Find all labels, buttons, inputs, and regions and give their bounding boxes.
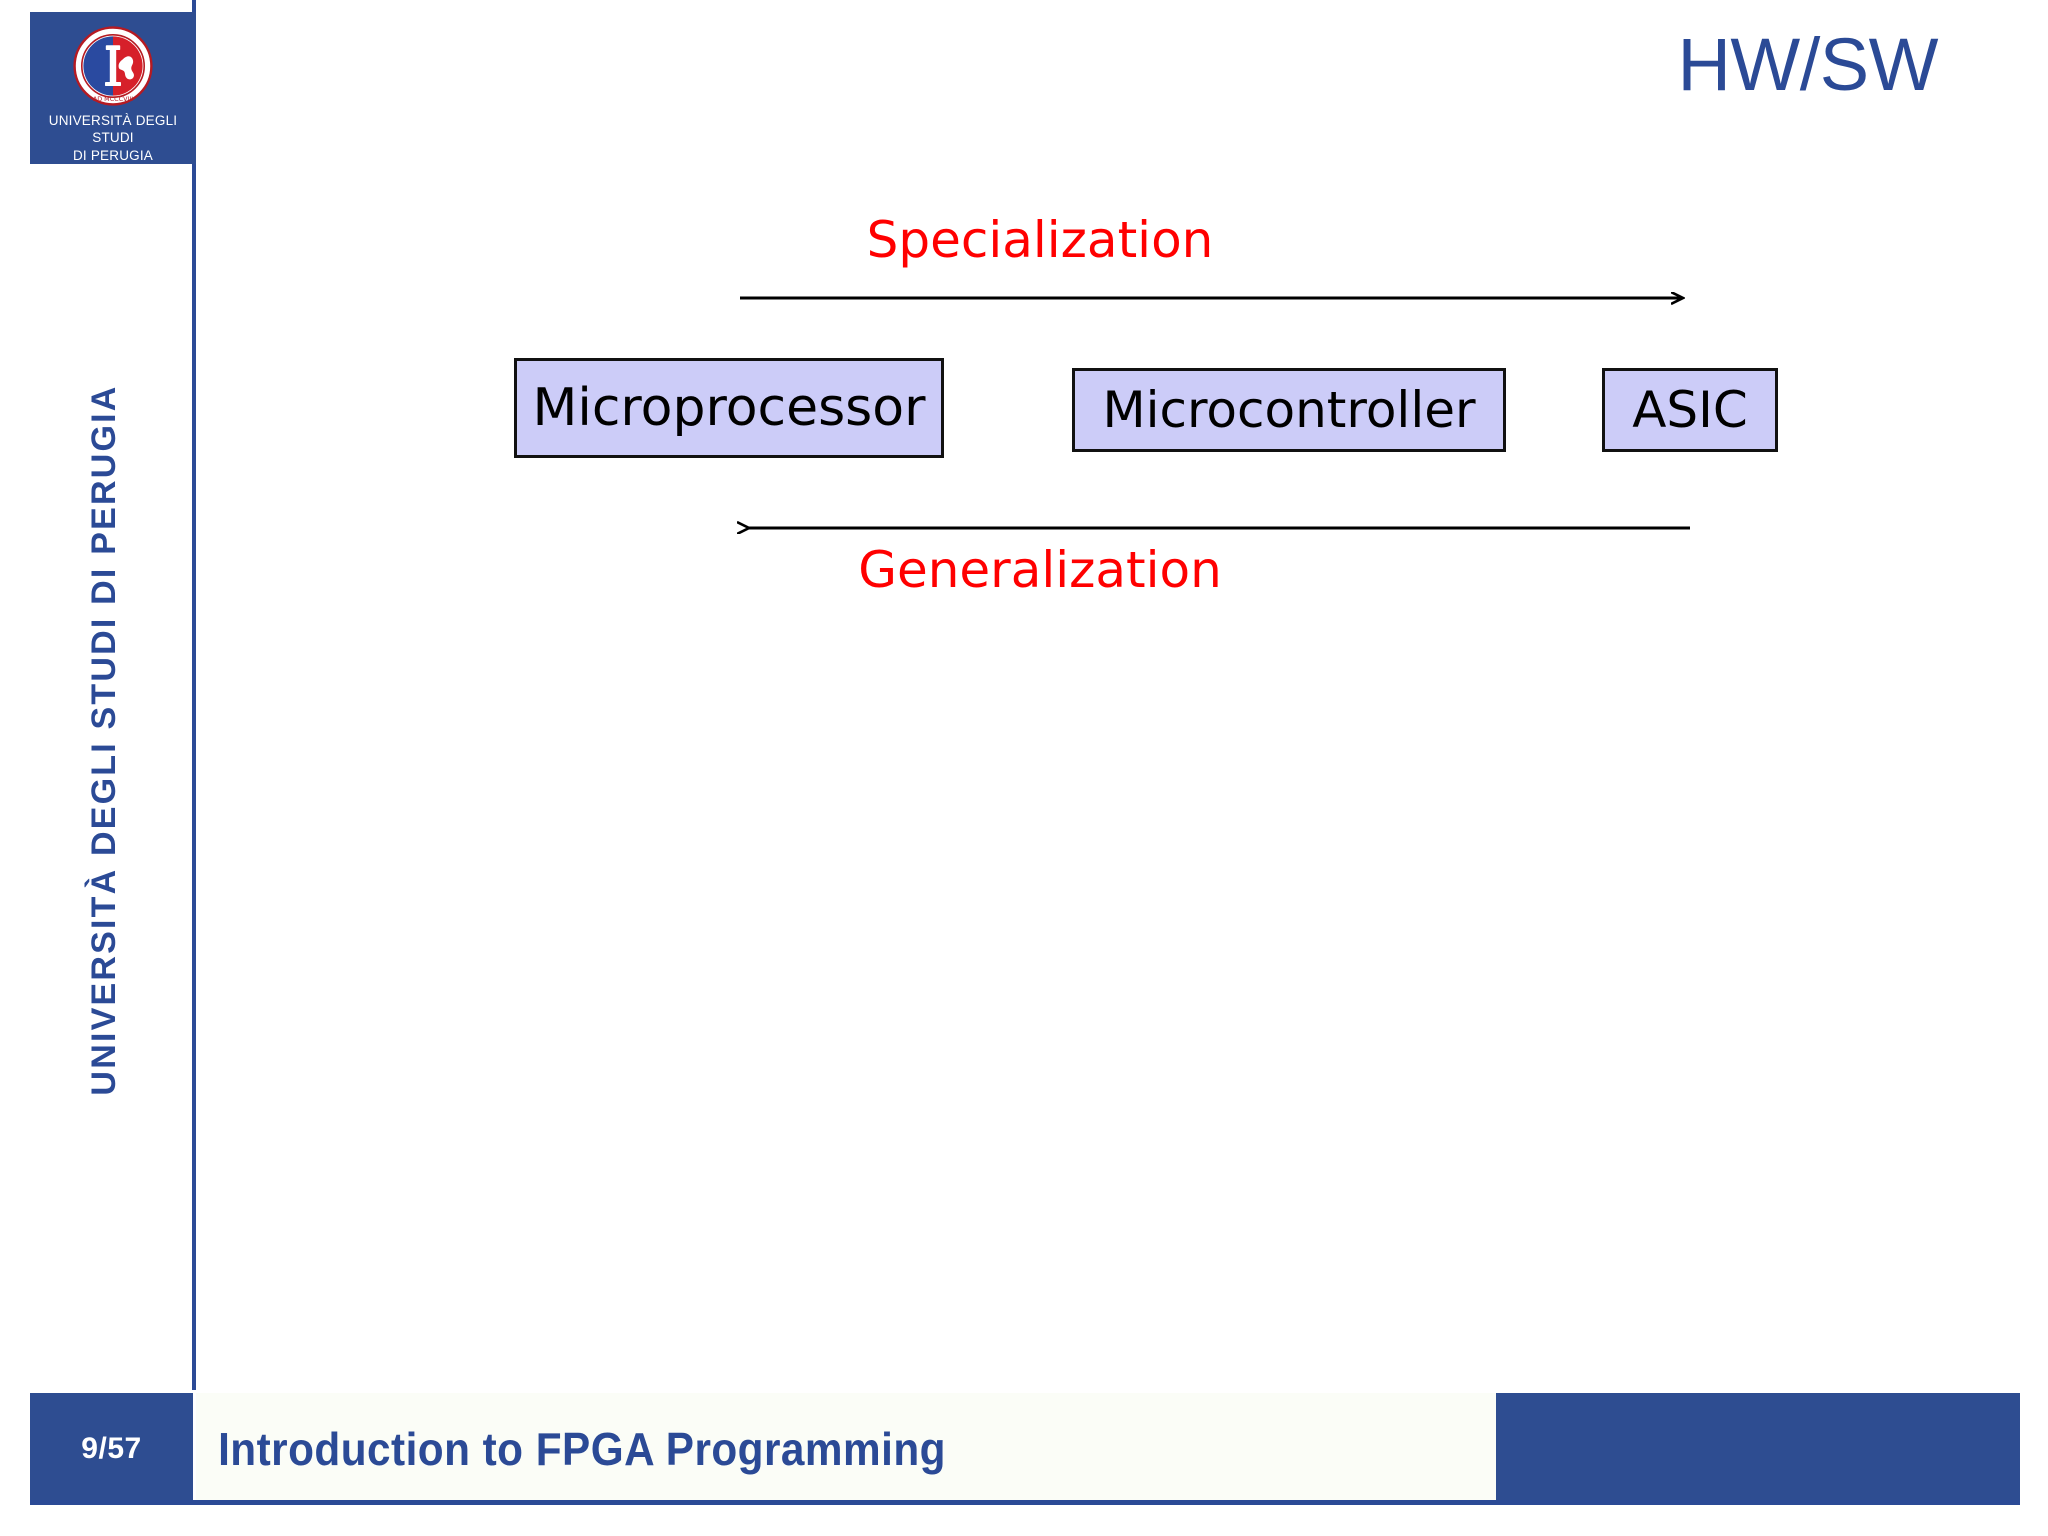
box-microprocessor: Microprocessor bbox=[514, 358, 944, 458]
university-crest-icon: AD MCCCVIII bbox=[73, 26, 153, 106]
box-asic: ASIC bbox=[1602, 368, 1778, 452]
footer-right-fill bbox=[1496, 1393, 2020, 1504]
generalization-label: Generalization bbox=[858, 541, 1222, 599]
sidebar-vertical-institution-label: UNIVERSITÀ DEGLI STUDI DI PERUGIA bbox=[84, 384, 123, 1096]
box-microcontroller: Microcontroller bbox=[1072, 368, 1506, 452]
page-title: HW/SW bbox=[1677, 23, 1938, 106]
logo-caption-line-1: UNIVERSITÀ DEGLI STUDI bbox=[48, 113, 178, 146]
specialization-label: Specialization bbox=[866, 211, 1214, 269]
university-logo-panel: AD MCCCVIII UNIVERSITÀ DEGLI STUDI DI PE… bbox=[30, 12, 196, 164]
sidebar-divider bbox=[192, 0, 196, 1390]
page-number: 9/57 bbox=[81, 1431, 142, 1465]
footer-underline bbox=[30, 1500, 2020, 1505]
footer-page-block: 9/57 bbox=[30, 1393, 193, 1504]
university-logo-caption: UNIVERSITÀ DEGLI STUDI DI PERUGIA bbox=[30, 112, 196, 164]
footer-title-block: Introduction to FPGA Programming bbox=[196, 1393, 1496, 1504]
logo-caption-line-2: DI PERUGIA bbox=[72, 147, 153, 163]
svg-text:AD MCCCVIII: AD MCCCVIII bbox=[93, 95, 133, 103]
footer-deck-title: Introduction to FPGA Programming bbox=[218, 1422, 946, 1475]
